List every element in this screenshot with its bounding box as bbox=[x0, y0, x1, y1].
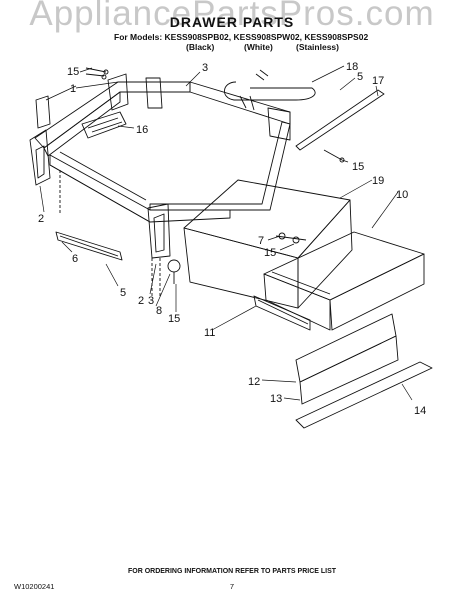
callout-7: 7 bbox=[258, 235, 264, 247]
ordering-note: FOR ORDERING INFORMATION REFER TO PARTS … bbox=[127, 568, 337, 575]
callout-15b: 15 bbox=[352, 161, 364, 173]
callout-5: 5 bbox=[120, 287, 126, 299]
callout-15d: 15 bbox=[168, 313, 180, 325]
drawer-front-panel bbox=[295, 313, 397, 383]
page-number: 7 bbox=[229, 582, 235, 591]
callout-5b: 5 bbox=[357, 71, 363, 83]
callout-14: 14 bbox=[414, 405, 426, 417]
callout-8: 8 bbox=[156, 305, 162, 317]
callout-17: 17 bbox=[372, 75, 384, 87]
screw-set bbox=[85, 67, 109, 80]
callout-6: 6 bbox=[72, 253, 78, 265]
callout-16: 16 bbox=[136, 124, 148, 136]
callout-2b: 2 bbox=[138, 295, 144, 307]
callout-18: 18 bbox=[346, 61, 358, 73]
drawer-slide-rail bbox=[295, 89, 385, 151]
variant-black: (Black) bbox=[186, 42, 215, 52]
callout-10: 10 bbox=[396, 189, 408, 201]
callout-15: 15 bbox=[67, 66, 79, 78]
bottom-slide bbox=[253, 295, 311, 331]
variant-stainless: (Stainless) bbox=[296, 42, 339, 52]
variant-white: (White) bbox=[244, 42, 273, 52]
callout-19: 19 bbox=[372, 175, 384, 187]
callout-2: 2 bbox=[38, 213, 44, 225]
page-title: DRAWER PARTS bbox=[169, 14, 295, 30]
left-slide bbox=[55, 231, 123, 261]
callout-3b: 3 bbox=[148, 295, 154, 307]
callout-13: 13 bbox=[270, 393, 282, 405]
callout-11: 11 bbox=[204, 327, 215, 339]
models-line: For Models: KESS908SPB02, KESS908SPW02, … bbox=[114, 32, 369, 42]
vent-panel bbox=[81, 111, 127, 139]
callout-1: 1 bbox=[70, 83, 76, 95]
drawer-handle bbox=[295, 361, 433, 429]
frame-assembly bbox=[29, 73, 291, 298]
heating-element bbox=[224, 69, 316, 101]
drawer-liner bbox=[183, 179, 353, 309]
callout-15c: 15 bbox=[264, 247, 276, 259]
watermark: AppliancePartsPros.com bbox=[29, 0, 435, 33]
document-number: W10200241 bbox=[14, 582, 55, 591]
side-bracket bbox=[35, 95, 51, 129]
callout-12: 12 bbox=[248, 376, 260, 388]
leveling-leg bbox=[167, 259, 181, 273]
callout-3: 3 bbox=[202, 62, 208, 74]
drawer-body bbox=[263, 231, 425, 331]
